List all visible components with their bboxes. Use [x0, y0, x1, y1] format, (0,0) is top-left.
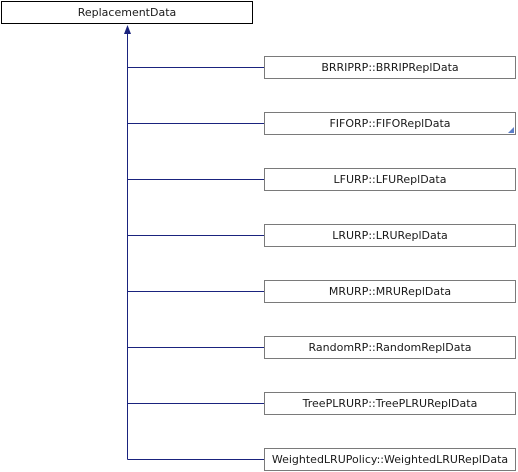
- base-class-node: ReplacementData: [1, 1, 253, 24]
- derived-class-label: LRURP::LRUReplData: [332, 229, 448, 242]
- derived-class-label: LFURP::LFUReplData: [333, 173, 447, 186]
- derived-class-node-lru[interactable]: LRURP::LRUReplData: [264, 224, 516, 247]
- derived-class-label: RandomRP::RandomReplData: [308, 341, 472, 354]
- inheritance-arrowhead-icon: [124, 25, 131, 34]
- derived-class-label: TreePLRURP::TreePLRUReplData: [302, 397, 478, 410]
- more-children-marker-icon: [508, 127, 514, 133]
- derived-class-node-lfu[interactable]: LFURP::LFUReplData: [264, 168, 516, 191]
- derived-class-label: FIFORP::FIFOReplData: [329, 117, 451, 130]
- derived-class-node-fifo[interactable]: FIFORP::FIFOReplData: [264, 112, 516, 135]
- derived-class-node-random[interactable]: RandomRP::RandomReplData: [264, 336, 516, 359]
- derived-class-node-brrip[interactable]: BRRIPRP::BRRIPReplData: [264, 56, 516, 79]
- base-class-label: ReplacementData: [77, 6, 177, 19]
- derived-class-node-mru[interactable]: MRURP::MRUReplData: [264, 280, 516, 303]
- derived-class-label: WeightedLRUPolicy::WeightedLRUReplData: [271, 453, 509, 466]
- derived-class-label: BRRIPRP::BRRIPReplData: [321, 61, 459, 74]
- derived-class-node-treeplru[interactable]: TreePLRURP::TreePLRUReplData: [264, 392, 516, 415]
- derived-class-node-weightedlru[interactable]: WeightedLRUPolicy::WeightedLRUReplData: [264, 448, 516, 471]
- derived-class-label: MRURP::MRUReplData: [328, 285, 452, 298]
